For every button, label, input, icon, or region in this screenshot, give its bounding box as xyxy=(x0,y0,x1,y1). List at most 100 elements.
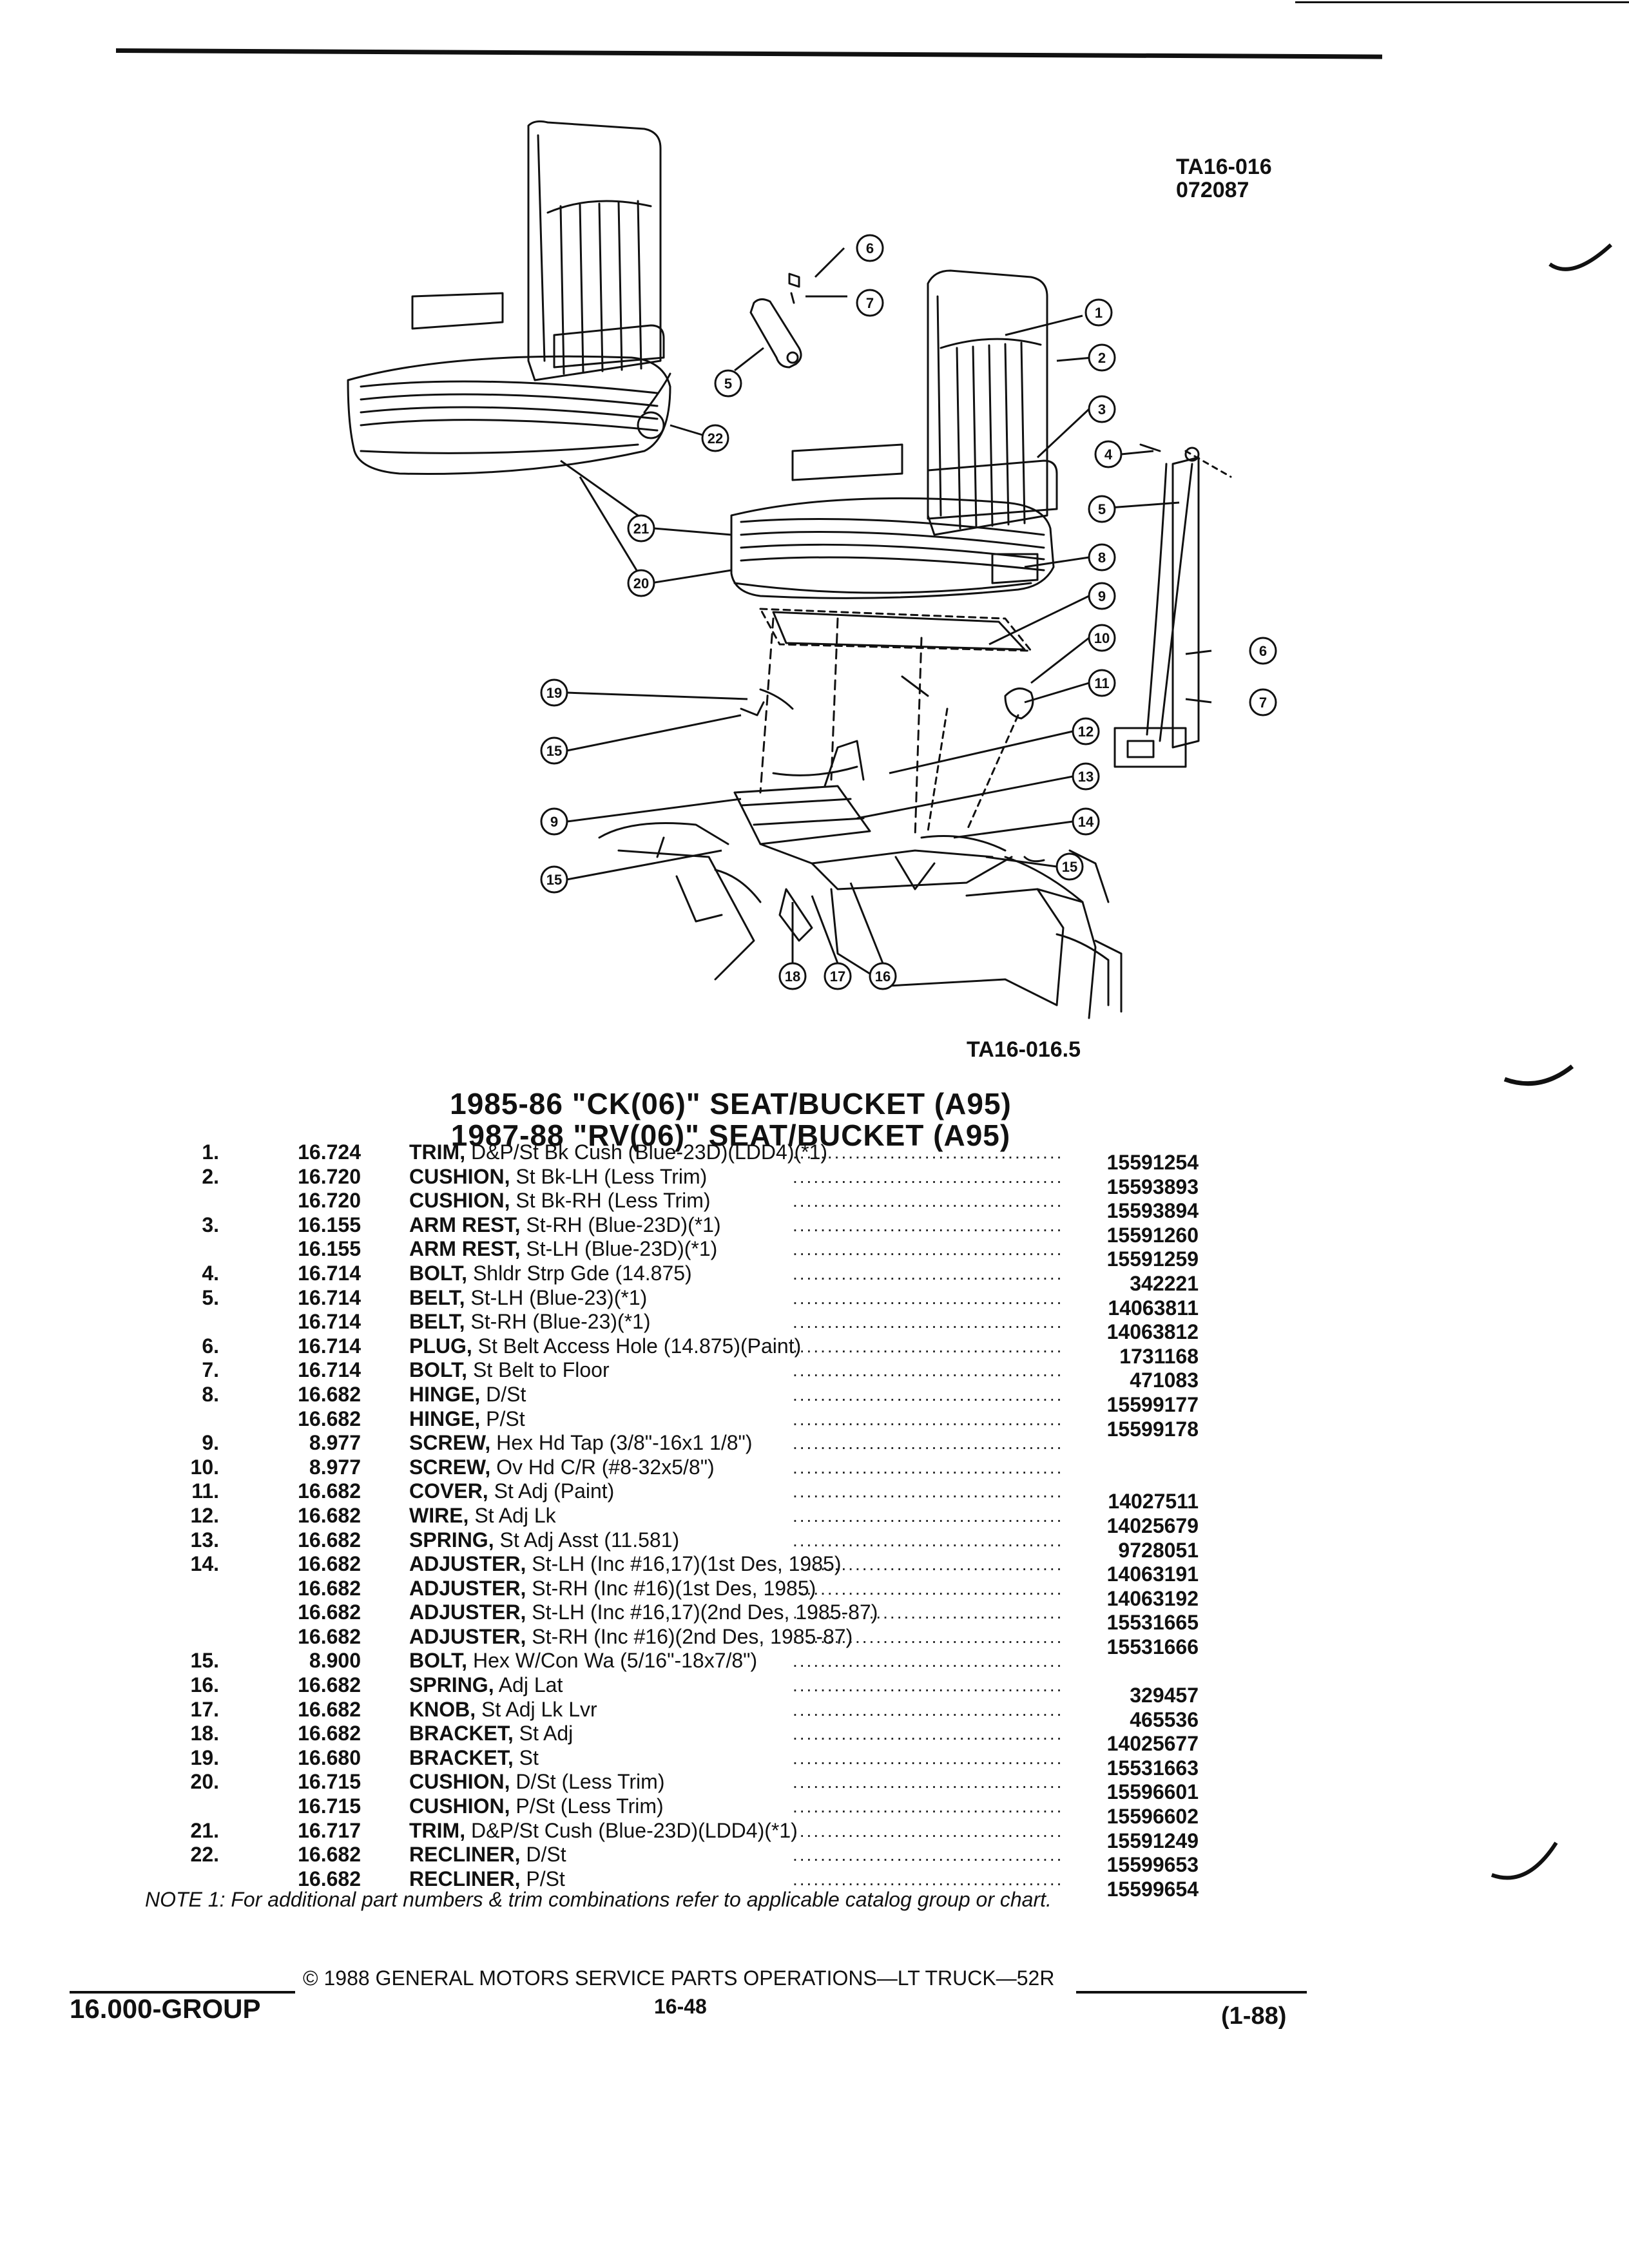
part-number: 329457 xyxy=(1130,1684,1199,1707)
group-number: 16.155 xyxy=(298,1213,361,1236)
part-description: ADJUSTER, St-RH (Inc #16)(2nd Des, 1985-… xyxy=(409,1625,853,1649)
part-detail: St Adj (Paint) xyxy=(488,1479,615,1503)
callout-5: 5 xyxy=(724,376,732,392)
part-name: SPRING, xyxy=(409,1673,494,1697)
callout-16: 16 xyxy=(875,968,891,985)
leader-dots: ........................................… xyxy=(793,1820,1063,1841)
part-number: 471083 xyxy=(1130,1369,1199,1392)
part-name: ADJUSTER, xyxy=(409,1552,526,1576)
footer-group: 16.000-GROUP xyxy=(70,1994,261,2024)
part-number: 342221 xyxy=(1130,1271,1199,1295)
part-description: CUSHION, St Bk-LH (Less Trim) xyxy=(409,1165,707,1189)
part-number: 14063811 xyxy=(1108,1296,1199,1320)
part-name: RECLINER, xyxy=(409,1867,521,1890)
leader-dots: ........................................… xyxy=(793,1554,1063,1575)
ref-number: 18. xyxy=(190,1722,219,1745)
group-number: 16.682 xyxy=(298,1843,361,1867)
part-name: PLUG, xyxy=(409,1334,472,1358)
leader-dots: ........................................… xyxy=(793,1626,1063,1647)
part-detail: St Adj Lk Lvr xyxy=(476,1697,597,1721)
part-name: ARM REST, xyxy=(409,1237,521,1261)
callout-9: 9 xyxy=(550,814,558,830)
drawing-date: 072087 xyxy=(1176,178,1249,202)
ref-number: 2. xyxy=(202,1164,219,1188)
part-detail: Adj Lat xyxy=(494,1673,563,1697)
part-detail: St xyxy=(513,1745,539,1769)
leader-dots: ........................................… xyxy=(793,1457,1063,1477)
margin-mark xyxy=(1548,243,1613,271)
part-detail: St-LH (Inc #16,17)(1st Des, 1985) xyxy=(526,1552,842,1576)
part-name: ADJUSTER, xyxy=(409,1600,526,1624)
part-name: RECLINER, xyxy=(409,1843,521,1867)
part-description: ADJUSTER, St-LH (Inc #16,17)(2nd Des, 19… xyxy=(409,1600,878,1625)
part-description: COVER, St Adj (Paint) xyxy=(409,1479,614,1504)
part-number: 15599178 xyxy=(1106,1417,1199,1441)
leader-dots: ........................................… xyxy=(793,1215,1063,1235)
section-title-2: 1987-88 "RV(06)" SEAT/BUCKET (A95) xyxy=(450,1119,1011,1152)
callout-3: 3 xyxy=(1098,401,1106,418)
part-name: BELT, xyxy=(409,1310,465,1334)
part-name: BOLT, xyxy=(409,1261,468,1285)
part-number: 15591254 xyxy=(1106,1151,1199,1174)
part-description: ADJUSTER, St-RH (Inc #16)(1st Des, 1985) xyxy=(409,1577,816,1601)
group-number: 16.715 xyxy=(298,1770,361,1794)
leader-dots: ........................................… xyxy=(793,1336,1063,1356)
leader-dots: ........................................… xyxy=(793,1191,1063,1211)
part-description: SPRING, Adj Lat xyxy=(409,1673,563,1698)
part-number: 15531663 xyxy=(1106,1756,1199,1780)
left-seat-drawing xyxy=(347,120,671,476)
group-number: 16.724 xyxy=(298,1140,361,1164)
group-number: 16.682 xyxy=(298,1722,361,1745)
part-detail: D&P/St Cush (Blue-23D)(LDD4)(*1) xyxy=(465,1818,798,1842)
callout-12: 12 xyxy=(1078,724,1094,740)
leader-dots: ........................................… xyxy=(793,1675,1063,1696)
part-description: TRIM, D&P/St Bk Cush (Blue-23D)(LDD4)(*1… xyxy=(409,1140,827,1165)
part-number: 15591260 xyxy=(1106,1223,1199,1247)
callout-8: 8 xyxy=(1098,550,1106,566)
part-number: 15591259 xyxy=(1106,1247,1199,1271)
ref-number: 3. xyxy=(202,1213,219,1236)
bracket-drawing xyxy=(749,298,802,369)
part-name: TRIM, xyxy=(409,1818,466,1842)
part-number: 14063192 xyxy=(1106,1586,1199,1610)
callout-20: 20 xyxy=(633,575,649,591)
part-description: KNOB, St Adj Lk Lvr xyxy=(409,1698,597,1722)
ref-number: 9. xyxy=(202,1431,219,1455)
part-description: HINGE, P/St xyxy=(409,1407,525,1432)
ref-number: 17. xyxy=(190,1697,219,1721)
part-name: CUSHION, xyxy=(409,1794,510,1818)
part-number: 15596602 xyxy=(1106,1805,1199,1829)
ref-number: 5. xyxy=(202,1285,219,1309)
leader-dots: ........................................… xyxy=(793,1796,1063,1817)
part-detail: D/St xyxy=(520,1843,566,1867)
part-name: KNOB, xyxy=(409,1697,476,1721)
ref-number: 19. xyxy=(190,1745,219,1769)
part-name: BRACKET, xyxy=(409,1745,514,1769)
callout-4: 4 xyxy=(1104,447,1113,463)
ref-number: 22. xyxy=(190,1843,219,1867)
part-description: BELT, St-LH (Blue-23)(*1) xyxy=(409,1286,647,1311)
part-description: SCREW, Hex Hd Tap (3/8"-16x1 1/8") xyxy=(409,1431,753,1456)
group-number: 16.720 xyxy=(298,1164,361,1188)
part-description: RECLINER, D/St xyxy=(409,1843,566,1867)
part-detail: St Adj Asst (11.581) xyxy=(494,1528,680,1552)
part-description: CUSHION, D/St (Less Trim) xyxy=(409,1770,664,1794)
ref-number: 7. xyxy=(202,1358,219,1382)
part-name: TRIM, xyxy=(409,1140,466,1164)
part-detail: St Belt to Floor xyxy=(467,1358,610,1382)
callout-6: 6 xyxy=(866,240,874,256)
part-name: CUSHION, xyxy=(409,1770,510,1794)
leader-dots: ........................................… xyxy=(793,1142,1063,1162)
footer-page: 16-48 xyxy=(654,1995,707,2018)
